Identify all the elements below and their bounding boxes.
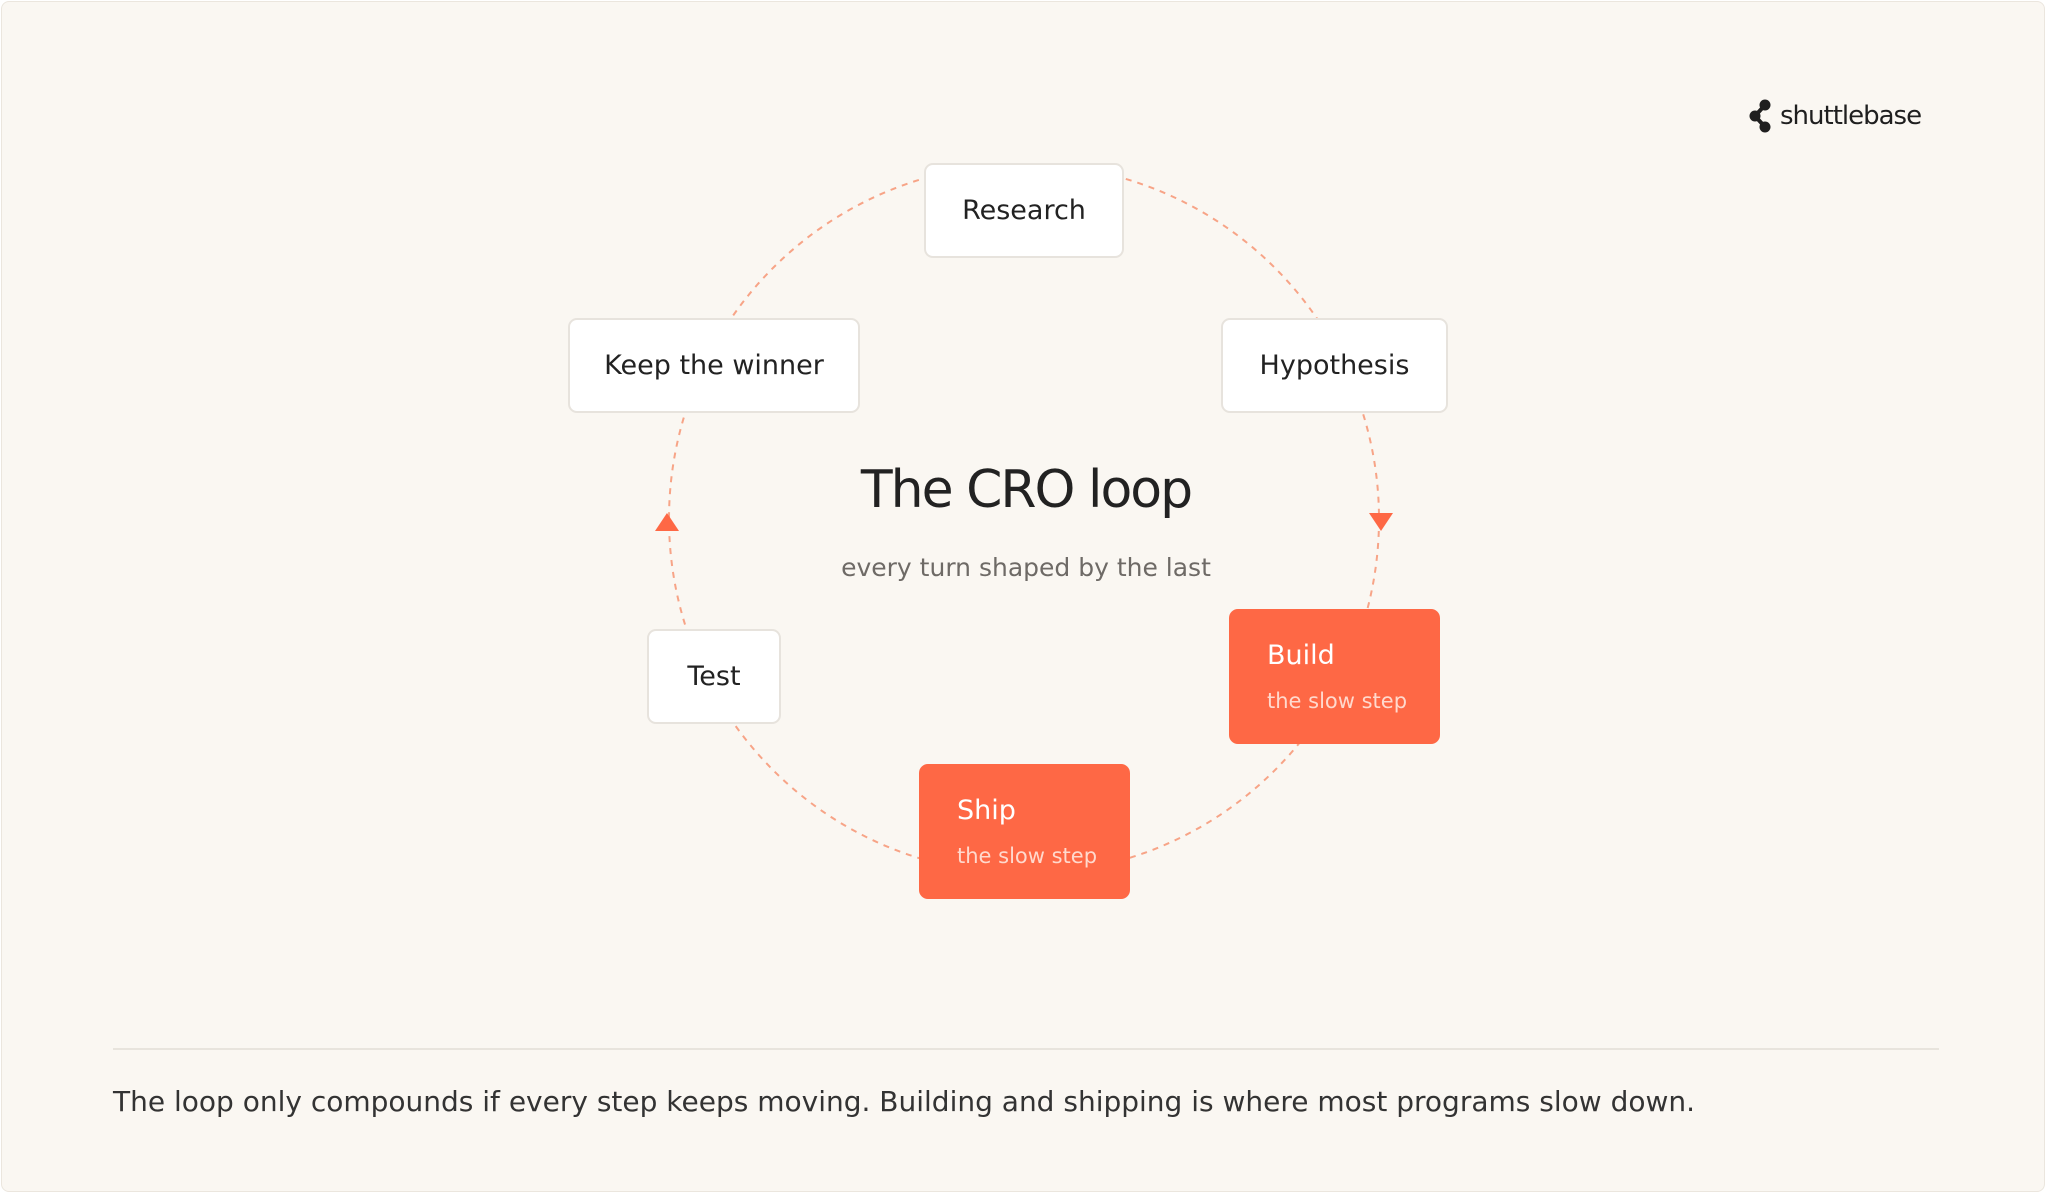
step-label: Test xyxy=(687,661,741,692)
brand-logo: shuttlebase xyxy=(1748,96,1922,136)
step-label: Hypothesis xyxy=(1259,350,1410,381)
step-note: the slow step xyxy=(1267,689,1408,713)
molecule-logo-icon xyxy=(1749,99,1771,133)
footer-caption: The loop only compounds if every step ke… xyxy=(113,1085,1696,1118)
step-note: the slow step xyxy=(957,844,1098,868)
step-build: Build the slow step xyxy=(1229,609,1440,744)
step-label: Keep the winner xyxy=(604,350,824,381)
step-hypothesis: Hypothesis xyxy=(1221,318,1448,413)
step-ship: Ship the slow step xyxy=(919,764,1130,899)
step-label: Ship xyxy=(957,795,1016,826)
step-label: Research xyxy=(962,195,1086,226)
step-research: Research xyxy=(924,163,1124,258)
divider xyxy=(113,1048,1939,1050)
arrow-down-icon xyxy=(1369,513,1393,531)
step-keep-the-winner: Keep the winner xyxy=(568,318,860,413)
brand-name: shuttlebase xyxy=(1780,101,1922,131)
step-label: Build xyxy=(1267,640,1335,671)
step-test: Test xyxy=(647,629,781,724)
arrow-up-icon xyxy=(655,513,679,531)
diagram-title: The CRO loop xyxy=(860,460,1193,520)
diagram-subtitle: every turn shaped by the last xyxy=(841,553,1211,582)
